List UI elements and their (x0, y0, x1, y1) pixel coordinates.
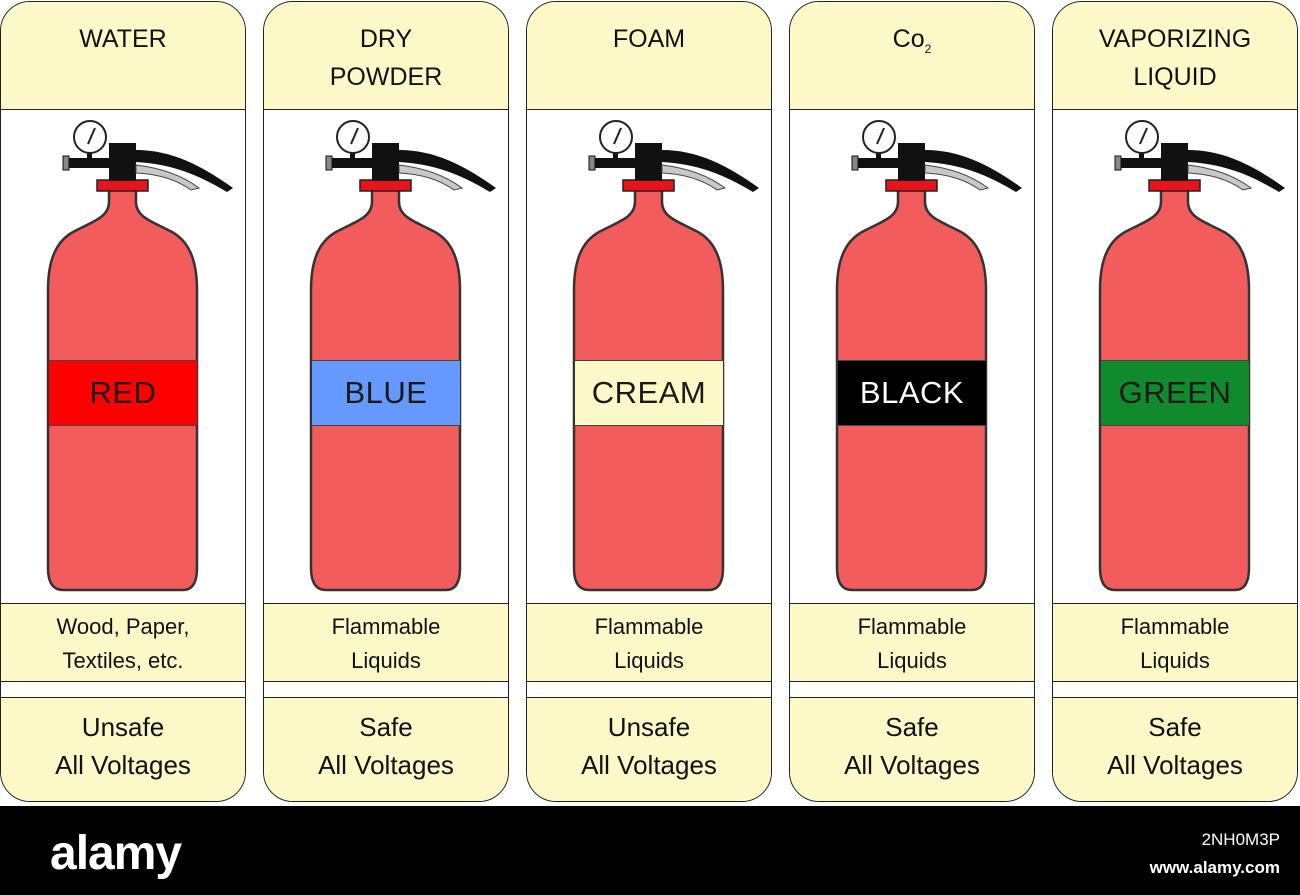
extinguisher-illustration: BLUE (264, 110, 508, 603)
handle-lever (399, 150, 496, 192)
carry-handle (661, 164, 727, 191)
valve-head (635, 143, 662, 181)
handle-lever (925, 150, 1022, 192)
use-band: Flammable Liquids (264, 603, 508, 682)
title-band: VAPORIZING LIQUID (1053, 2, 1297, 110)
carry-handle (1187, 164, 1253, 191)
color-label-band: RED (49, 360, 197, 426)
card-title: Co2 (892, 25, 932, 56)
extinguisher-svg (309, 120, 496, 592)
safety-band: Unsafe All Voltages (527, 697, 771, 801)
voltage-safety-text: Unsafe All Voltages (581, 712, 717, 780)
gauge-stem (1139, 148, 1144, 160)
safety-band: Safe All Voltages (264, 697, 508, 801)
extinguisher-svg (46, 120, 233, 592)
valve-head (372, 143, 399, 181)
collar (1148, 179, 1201, 192)
safety-band: Safe All Voltages (1053, 697, 1297, 801)
nozzle-arm (1119, 158, 1163, 168)
card-water: WATER RED Wood, Paper, Textiles, etc. Un… (0, 1, 246, 802)
valve-head (898, 143, 925, 181)
nozzle-tip (325, 155, 333, 171)
handle-lever (662, 150, 759, 192)
safety-band: Safe All Voltages (790, 697, 1034, 801)
extinguisher-cards: WATER RED Wood, Paper, Textiles, etc. Un… (0, 1, 1298, 802)
use-band: Wood, Paper, Textiles, etc. (1, 603, 245, 682)
gauge-stem (350, 148, 355, 160)
nozzle-tip (1114, 155, 1122, 171)
gauge-needle (87, 127, 96, 145)
fire-class-text: Flammable Liquids (331, 614, 441, 673)
collar (96, 179, 149, 192)
voltage-safety-text: Unsafe All Voltages (55, 712, 191, 780)
gauge-stem (876, 148, 881, 160)
watermark-footer: alamy 2NH0M3P www.alamy.com (0, 806, 1300, 895)
voltage-safety-text: Safe All Voltages (1107, 712, 1243, 780)
voltage-safety-text: Safe All Voltages (844, 712, 980, 780)
title-band: DRY POWDER (264, 2, 508, 110)
use-band: Flammable Liquids (527, 603, 771, 682)
fire-class-text: Flammable Liquids (857, 614, 967, 673)
nozzle-arm (67, 158, 111, 168)
use-band: Flammable Liquids (790, 603, 1034, 682)
title-band: FOAM (527, 2, 771, 110)
fire-class-text: Flammable Liquids (1120, 614, 1230, 673)
card-foam: FOAM CREAM Flammable Liquids Unsafe All … (526, 1, 772, 802)
carry-handle (924, 164, 990, 191)
card-vaporizing-liquid: VAPORIZING LIQUID GREEN Flammable Liquid… (1052, 1, 1298, 802)
safety-band: Unsafe All Voltages (1, 697, 245, 801)
extinguisher-svg (572, 120, 759, 592)
collar (359, 179, 412, 192)
collar (885, 179, 938, 192)
image-id: 2NH0M3P (1201, 830, 1280, 849)
extinguisher-illustration: RED (1, 110, 245, 603)
card-co2: Co2 BLACK Flammable Liquids Safe All Vol… (789, 1, 1035, 802)
voltage-safety-text: Safe All Voltages (318, 712, 454, 780)
handle-lever (1188, 150, 1285, 192)
card-title: DRY POWDER (329, 25, 443, 91)
extinguisher-illustration: GREEN (1053, 110, 1297, 603)
card-dry-powder: DRY POWDER BLUE Flammable Liquids Safe A… (263, 1, 509, 802)
site-url: www.alamy.com (1149, 858, 1280, 877)
nozzle-arm (856, 158, 900, 168)
use-band: Flammable Liquids (1053, 603, 1297, 682)
title-band: WATER (1, 2, 245, 110)
valve-head (109, 143, 136, 181)
extinguisher-illustration: CREAM (527, 110, 771, 603)
collar (622, 179, 675, 192)
title-band: Co2 (790, 2, 1034, 110)
color-label-band: BLUE (312, 360, 460, 426)
card-title: VAPORIZING LIQUID (1098, 25, 1252, 91)
gauge-stem (87, 148, 92, 160)
carry-handle (135, 164, 201, 191)
extinguisher-svg (835, 120, 1022, 592)
handle-lever (136, 150, 233, 192)
color-label-band: CREAM (575, 360, 723, 426)
valve-head (1161, 143, 1188, 181)
gauge-needle (1139, 127, 1148, 145)
gauge-needle (350, 127, 359, 145)
nozzle-arm (593, 158, 637, 168)
card-title: FOAM (612, 25, 686, 53)
color-label-band: BLACK (838, 360, 986, 426)
card-title: WATER (79, 25, 167, 53)
gauge-stem (613, 148, 618, 160)
nozzle-tip (588, 155, 596, 171)
fire-class-text: Flammable Liquids (594, 614, 704, 673)
nozzle-tip (851, 155, 859, 171)
nozzle-arm (330, 158, 374, 168)
extinguisher-illustration: BLACK (790, 110, 1034, 603)
gauge-needle (613, 127, 622, 145)
gauge-needle (876, 127, 885, 145)
carry-handle (398, 164, 464, 191)
color-label-band: GREEN (1101, 360, 1249, 426)
extinguisher-svg (1098, 120, 1285, 592)
brand-logo: alamy (50, 827, 182, 880)
fire-class-text: Wood, Paper, Textiles, etc. (56, 614, 190, 673)
nozzle-tip (62, 155, 70, 171)
